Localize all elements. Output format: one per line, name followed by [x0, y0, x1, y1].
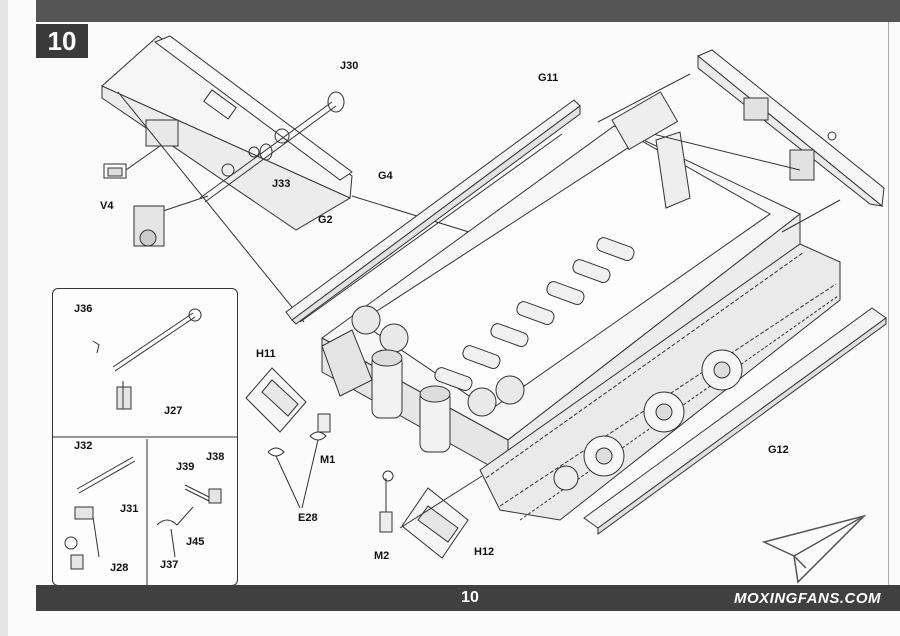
paper-plane-logo	[761, 514, 867, 584]
hatch-part-h11	[245, 367, 307, 433]
header-bar	[36, 0, 900, 22]
detail-inset	[52, 288, 238, 586]
label-v4: V4	[100, 200, 114, 212]
hatch-part-h12	[401, 487, 469, 559]
label-j27: J27	[164, 405, 183, 417]
step-number-badge: 10	[36, 24, 88, 58]
hook-part-e28	[267, 447, 285, 457]
label-j33: J33	[272, 178, 291, 190]
label-j37: J37	[160, 559, 179, 571]
footer-bar	[36, 585, 900, 611]
watermark-text: MOXINGFANS.COM	[734, 590, 882, 607]
bracket-part-v4	[103, 119, 179, 179]
label-j31: J31	[120, 503, 139, 515]
label-m2: M2	[374, 550, 390, 562]
label-g2: G2	[318, 214, 333, 226]
label-g11: G11	[538, 72, 559, 84]
front-plate-part	[697, 49, 885, 207]
label-j39: J39	[176, 461, 195, 473]
inset-diagram	[53, 308, 237, 585]
label-j38: J38	[206, 451, 225, 463]
page-frame	[36, 22, 889, 588]
fender-part-g12	[583, 307, 887, 535]
label-j30: J30	[340, 60, 359, 72]
label-g4: G4	[378, 170, 393, 182]
tow-fitting-part	[133, 195, 209, 247]
label-h12: H12	[474, 546, 495, 558]
label-e28: E28	[298, 512, 318, 524]
label-m1: M1	[320, 454, 336, 466]
label-h11: H11	[256, 348, 276, 360]
label-j32: J32	[74, 440, 93, 452]
side-rail-part-g11	[285, 99, 581, 325]
label-j36: J36	[74, 303, 93, 315]
label-j45: J45	[186, 536, 205, 548]
shaft-part-j30	[199, 91, 345, 203]
track-assembly-part	[321, 243, 841, 521]
bracket-part-m2	[379, 470, 394, 533]
label-j28: J28	[110, 562, 129, 574]
rear-plate-part	[101, 35, 353, 231]
label-g12: G12	[768, 444, 789, 456]
page-number: 10	[461, 589, 479, 606]
bracket-part-m1	[317, 413, 331, 433]
page-binding-edge	[0, 0, 8, 636]
